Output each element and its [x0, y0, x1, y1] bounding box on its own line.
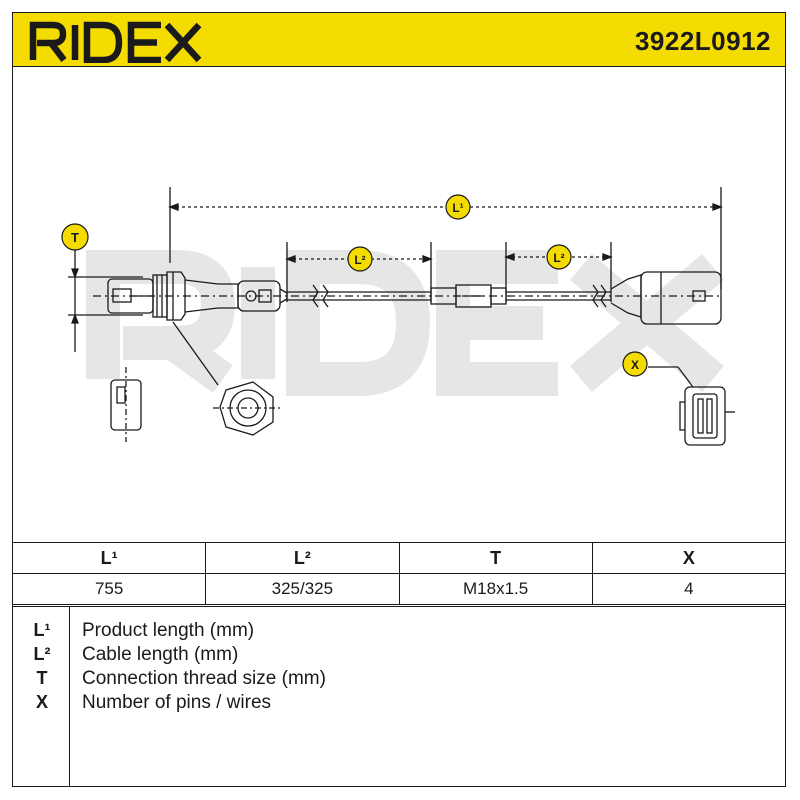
svg-text:L¹: L¹ [452, 201, 463, 215]
header-bar: 3922L0912 [12, 12, 786, 67]
part-number: 3922L0912 [634, 26, 771, 56]
legend-desc: Connection thread size (mm) [82, 668, 326, 689]
legend-key: L² [33, 644, 51, 664]
legend-desc: Product length (mm) [82, 620, 255, 641]
legend-desc: Number of pins / wires [82, 692, 272, 713]
specs-value-cell: 4 [591, 573, 787, 605]
legend-desc: Cable length (mm) [82, 644, 239, 665]
callout-X: X [622, 351, 648, 377]
callout-T: T [61, 223, 89, 251]
watermark-logo [86, 250, 724, 396]
ridex-logo [29, 21, 202, 63]
svg-text:X: X [631, 358, 639, 372]
legend-key: L¹ [33, 620, 51, 640]
specs-header-cell: X [591, 542, 787, 574]
sensor-diagram: L¹ L² L² T X [61, 187, 735, 446]
specs-header-cell: L¹ [11, 542, 207, 574]
callout-L2-left: L² [347, 246, 373, 272]
legend: L¹ Product length (mm) L² Cable length (… [12, 606, 786, 787]
legend-item: X Number of pins / wires [12, 692, 786, 716]
legend-item: T Connection thread size (mm) [12, 668, 786, 692]
specs-value-row: 755 325/325 M18x1.5 4 [11, 573, 787, 605]
legend-item: L¹ Product length (mm) [12, 620, 786, 644]
callout-L1: L¹ [445, 194, 471, 220]
svg-text:T: T [71, 230, 79, 245]
svg-text:L²: L² [553, 251, 564, 265]
legend-key: T [36, 668, 48, 688]
specs-header-cell: T [398, 542, 593, 574]
svg-text:L²: L² [354, 253, 365, 267]
specs-table: L¹ L² T X 755 325/325 M18x1.5 4 [11, 542, 787, 605]
specs-value-cell: 755 [11, 573, 207, 605]
callout-L2-right: L² [546, 244, 572, 270]
specs-header-row: L¹ L² T X [11, 542, 787, 574]
legend-key: X [35, 692, 48, 712]
specs-value-cell: 325/325 [205, 573, 400, 605]
legend-item: L² Cable length (mm) [12, 644, 786, 668]
specs-value-cell: M18x1.5 [398, 573, 593, 605]
specs-header-cell: L² [205, 542, 400, 574]
legend-divider [69, 607, 70, 787]
